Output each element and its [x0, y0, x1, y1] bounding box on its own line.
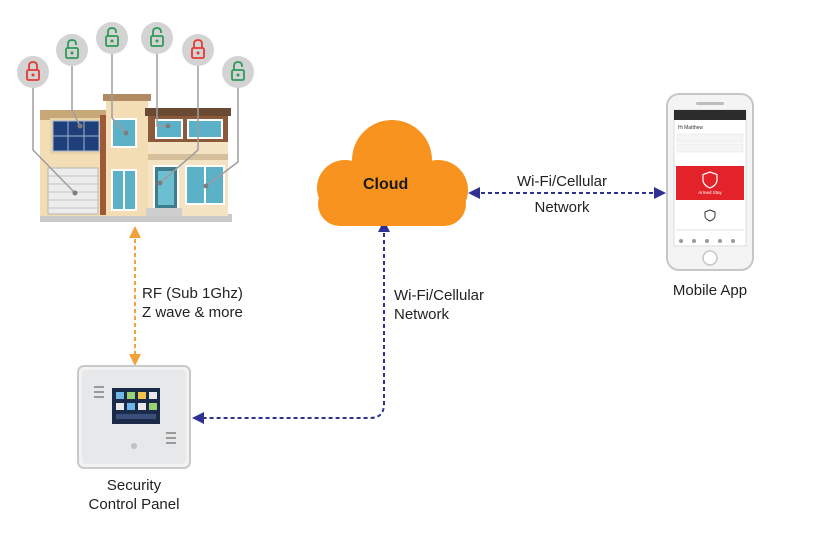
smart-locks: [17, 22, 254, 88]
mobile-app-label: Mobile App: [672, 282, 748, 299]
disarm-shield-icon: [704, 209, 716, 222]
phone-status-button: Armed Stay: [698, 190, 722, 195]
front-door: [153, 165, 179, 211]
rf-link-label-line2: Z wave & more: [142, 304, 243, 321]
speaker-grille-icon: [94, 386, 176, 444]
cloud-panel-link-label-line1: Wi-Fi/Cellular: [394, 287, 484, 304]
phone-greeting: Hi Matthew: [678, 125, 703, 131]
cloud-shape: [317, 120, 468, 226]
lock-connectors: [32, 53, 239, 194]
control-panel-label-line2: Control Panel: [88, 496, 180, 513]
security-control-panel: [77, 365, 191, 469]
unlocked-padlock-icon: [56, 34, 88, 66]
rf-link-label-line1: RF (Sub 1Ghz): [142, 285, 243, 302]
locked-padlock-icon: [182, 34, 214, 66]
locked-padlock-icon: [17, 56, 49, 88]
panel-touchscreen: [112, 388, 160, 424]
cloud-app-link-label-line2: Network: [534, 199, 590, 216]
phone-tab-bar-icons: [679, 239, 735, 243]
solar-panel: [52, 120, 100, 152]
cloud-app-link-label-line1: Wi-Fi/Cellular: [517, 173, 607, 190]
control-panel-label-line1: Security: [106, 477, 162, 494]
cloud-panel-link-label-line2: Network: [394, 306, 450, 323]
garage-door: [47, 167, 99, 215]
cloud-label: Cloud: [363, 176, 409, 193]
unlocked-padlock-icon: [96, 22, 128, 54]
cloud-to-panel-link-arrow: [192, 220, 390, 424]
sensor-dots: [72, 123, 209, 196]
mobile-phone: Hi Matthew Armed Stay: [666, 93, 754, 271]
shield-icon: [702, 171, 718, 189]
house-illustration: [40, 94, 232, 222]
unlocked-padlock-icon: [222, 56, 254, 88]
unlocked-padlock-icon: [141, 22, 173, 54]
home-button: [702, 250, 718, 266]
